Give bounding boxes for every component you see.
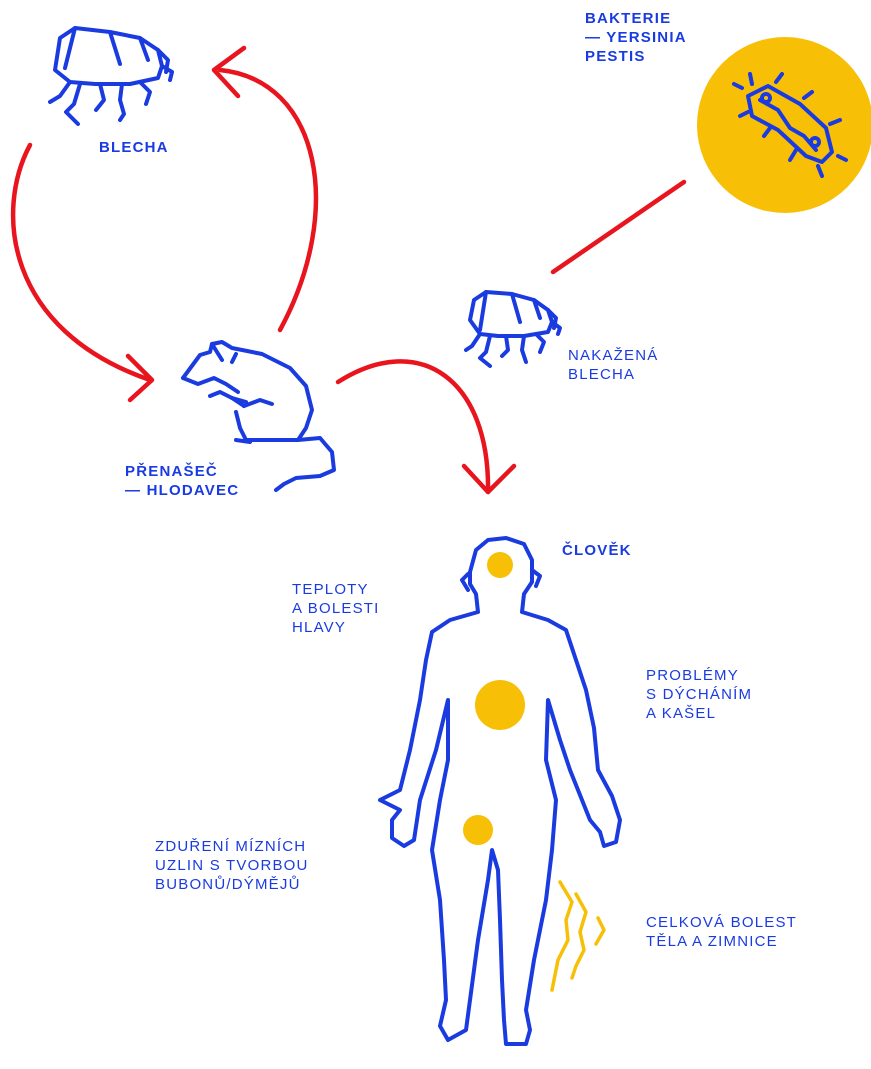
human-body-icon bbox=[380, 538, 620, 1044]
pain-label: CELKOVÁ BOLEST TĚLA A ZIMNICE bbox=[646, 913, 797, 951]
flea-label: BLECHA bbox=[99, 138, 169, 157]
bacterium-icon bbox=[697, 37, 871, 213]
bacteria-label: BAKTERIE — YERSINIA PESTIS bbox=[585, 9, 687, 66]
carrier-label: PŘENAŠEČ — HLODAVEC bbox=[125, 462, 239, 500]
bacteria-link-line bbox=[553, 182, 684, 272]
breathing-label: PROBLÉMY S DÝCHÁNÍM A KAŠEL bbox=[646, 666, 752, 723]
infected-flea-icon bbox=[466, 292, 560, 366]
infected-flea-label: NAKAŽENÁ BLECHA bbox=[568, 346, 658, 384]
cycle-arrows bbox=[13, 48, 514, 492]
human-label: ČLOVĚK bbox=[562, 541, 632, 560]
flea-icon bbox=[50, 28, 172, 124]
lymph-label: ZDUŘENÍ MÍZNÍCH UZLIN S TVORBOU BUBONŮ/D… bbox=[155, 837, 309, 894]
fever-label: TEPLOTY A BOLESTI HLAVY bbox=[292, 580, 380, 637]
